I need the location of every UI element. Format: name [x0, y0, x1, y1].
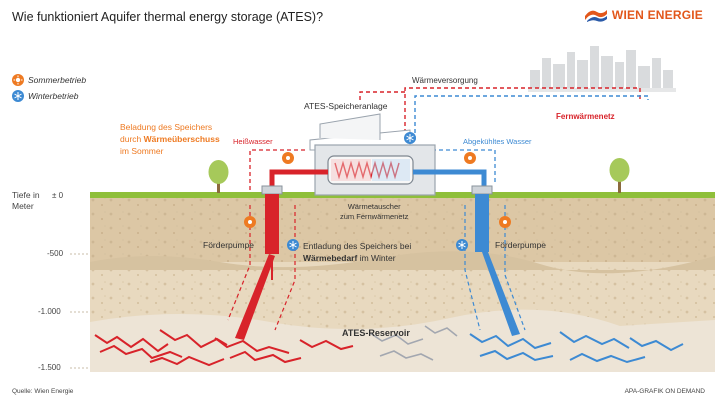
label-foerderpumpe-right: Förderpumpe — [495, 240, 547, 250]
label-waermeversorgung: Wärmeversorgung — [412, 76, 478, 85]
label-heisswasser: Heißwasser — [233, 137, 273, 146]
label-entladung-bold: Wärmebedarf — [303, 253, 358, 263]
label-entladung-text: im Winter — [357, 253, 396, 263]
depth-tick-lines — [70, 253, 90, 369]
wien-energie-logo-icon — [584, 10, 607, 22]
depth-axis-title-line2: Meter — [12, 201, 34, 211]
label-beladung-line3: im Sommer — [120, 146, 164, 156]
reservoir-hot-cracks — [94, 329, 354, 367]
label-beladung-line1: Beladung des Speichers — [120, 122, 213, 132]
label-fernwaermenetz: Fernwärmenetz — [556, 112, 615, 121]
snowflake-icon — [12, 90, 24, 102]
label-entladung: Entladung des Speichers bei Wärmebedarf … — [303, 240, 411, 264]
label-ates-anlage: ATES-Speicheranlage — [304, 101, 388, 111]
label-beladung-text: durch — [120, 134, 144, 144]
depth-axis-title-line1: Tiefe in — [12, 190, 40, 200]
depth-axis-title: Tiefe in Meter — [12, 190, 40, 212]
footer-source: Quelle: Wien Energie — [12, 388, 74, 395]
label-beladung: Beladung des Speichers durch Wärmeübersc… — [120, 121, 220, 157]
reservoir-mid-cracks — [369, 325, 458, 361]
depth-tick-1000: -1.000 — [38, 307, 61, 316]
label-entladung-line1: Entladung des Speichers bei — [303, 241, 412, 251]
hot-pipe — [269, 169, 328, 190]
label-beladung-bold: Wärmeüberschuss — [143, 134, 220, 144]
tree-right — [609, 158, 630, 193]
district-heating-lines — [359, 87, 649, 140]
legend-winter: Winterbetrieb — [12, 90, 78, 102]
cold-well — [471, 185, 520, 336]
wien-energie-logo: WIEN ENERGIE — [584, 8, 703, 22]
label-abgekuehltes-wasser: Abgekühltes Wasser — [463, 137, 532, 146]
label-beladung-line2: durch Wärmeüberschuss — [120, 133, 220, 145]
footer-credit: APA-GRAFIK ON DEMAND — [624, 388, 705, 395]
label-waermetauscher-line1: Wärmetauscher — [347, 202, 401, 211]
hot-well — [235, 185, 283, 340]
depth-tick-0: ± 0 — [52, 191, 64, 200]
label-foerderpumpe-left: Förderpumpe — [203, 240, 255, 250]
cold-water-arrow-right — [425, 149, 496, 185]
depth-tick-1500: -1.500 — [38, 363, 61, 372]
sun-icon — [282, 152, 294, 164]
label-waermetauscher-line2: zum Fernwärmenetz — [340, 212, 409, 221]
sun-icon — [464, 152, 476, 164]
ates-building — [309, 113, 436, 196]
logo-text: WIEN ENERGIE — [611, 8, 703, 22]
legend-winter-label: Winterbetrieb — [28, 91, 79, 101]
legend-summer: Sommerbetrieb — [12, 74, 86, 86]
depth-tick-500: -500 — [47, 249, 64, 258]
page-title: Wie funktioniert Aquifer thermal energy … — [12, 10, 324, 24]
sun-icon — [12, 74, 24, 86]
reservoir-cold-cracks — [469, 331, 684, 364]
sun-icon — [499, 216, 511, 228]
tree-left — [208, 160, 229, 193]
sun-icon — [244, 216, 256, 228]
snowflake-icon — [287, 239, 299, 251]
underground-flow-arrows — [227, 205, 526, 331]
label-entladung-line2: Wärmebedarf im Winter — [303, 252, 411, 264]
snowflake-icon — [456, 239, 468, 251]
legend-summer-label: Sommerbetrieb — [28, 75, 87, 85]
city-skyline — [528, 46, 676, 92]
label-waermetauscher: Wärmetauscher zum Fernwärmenetz — [340, 202, 408, 222]
label-reservoir: ATES-Reservoir — [342, 328, 410, 338]
snowflake-icon — [404, 132, 416, 144]
cold-pipe — [413, 169, 487, 190]
